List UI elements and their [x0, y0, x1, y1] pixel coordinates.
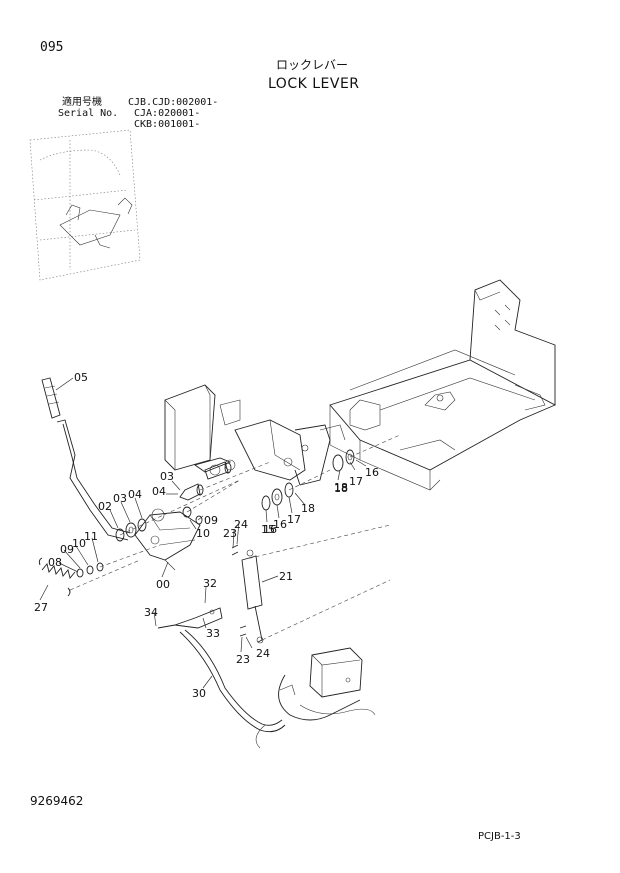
washers-right [261, 434, 401, 511]
callout-09a: 09 [204, 514, 218, 527]
serial-value-2: CJA:020001- [134, 108, 201, 119]
callout-17a: 17 [287, 513, 301, 526]
cable-30 [157, 607, 376, 749]
callout-15: 15 [261, 523, 275, 536]
callout-labels: 05 03 04 02 03 04 09 10 11 09 10 08 00 2… [34, 371, 379, 700]
title-japanese: ロックレバー [276, 58, 349, 72]
callout-18a: 18 [334, 481, 348, 494]
callout-27: 27 [34, 601, 48, 614]
callout-00: 00 [156, 578, 170, 591]
callout-11: 11 [84, 530, 98, 543]
callout-18c: 18 [334, 482, 348, 495]
callout-10b: 10 [72, 537, 86, 550]
callout-05: 05 [74, 371, 88, 384]
serial-value-3: CKB:001001- [134, 119, 201, 130]
page-number: 095 [40, 40, 64, 55]
callout-02: 02 [98, 500, 112, 513]
callout-32: 32 [203, 577, 217, 590]
callout-03a: 03 [160, 470, 174, 483]
lock-lever [41, 377, 201, 571]
callout-16c: 16 [365, 466, 379, 479]
washers-left [76, 479, 241, 578]
callout-18b: 18 [301, 502, 315, 515]
callout-21: 21 [279, 570, 293, 583]
callout-08: 08 [48, 556, 62, 569]
callout-23a: 23 [223, 527, 237, 540]
title-english: LOCK LEVER [268, 76, 360, 92]
serial-label-english: Serial No. [58, 108, 119, 119]
lever-bracket [164, 384, 346, 486]
frame-assembly [329, 279, 557, 491]
page-code: PCJB-1-3 [478, 831, 521, 842]
callout-04b: 04 [128, 488, 142, 501]
callout-24a: 24 [234, 518, 248, 531]
callout-30: 30 [192, 687, 206, 700]
callout-17b: 17 [349, 475, 363, 488]
document-number: 9269462 [30, 794, 84, 808]
callout-09b: 09 [60, 543, 74, 556]
callout-23b: 23 [236, 653, 250, 666]
leader-lines [39, 377, 367, 689]
machine-location-thumbnail [29, 129, 141, 281]
serial-label-japanese: 適用号機 [62, 97, 102, 108]
spring-27 [38, 557, 141, 597]
callout-33: 33 [206, 627, 220, 640]
callout-16b: 16 [273, 518, 287, 531]
callout-10a: 10 [196, 527, 210, 540]
callout-03b: 03 [113, 492, 127, 505]
pins-03-04 [179, 461, 271, 501]
callout-34: 34 [144, 606, 158, 619]
callout-24b: 24 [256, 647, 270, 660]
callout-16a: 16 [263, 523, 277, 536]
gas-spring-21 [231, 524, 391, 644]
serial-value-1: CJB.CJD:002001- [128, 97, 219, 108]
callout-04a: 04 [152, 485, 166, 498]
